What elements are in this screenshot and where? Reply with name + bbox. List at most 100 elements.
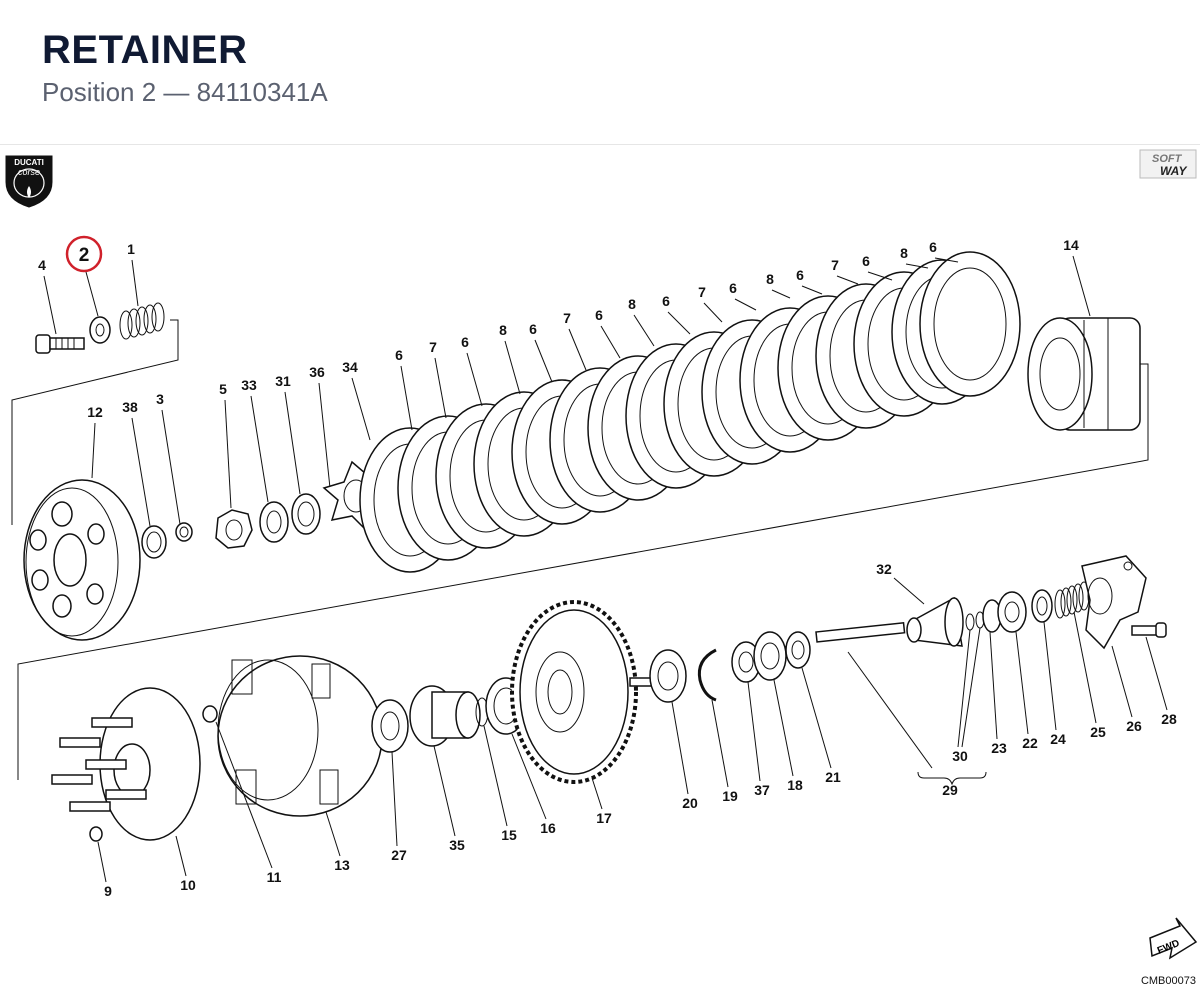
callout-16[interactable]: 16 <box>540 820 556 836</box>
diagram-canvas: DUCATI corse SOFT WAY 2 4 1 <box>5 149 1198 987</box>
bracket-29-30 <box>917 771 987 786</box>
callout-31[interactable]: 31 <box>275 373 291 389</box>
plate-label[interactable]: 7 <box>429 339 437 355</box>
callout-28[interactable]: 28 <box>1161 711 1177 727</box>
plate-label[interactable]: 6 <box>729 280 737 296</box>
callout-5[interactable]: 5 <box>219 381 227 397</box>
plate-label[interactable]: 8 <box>900 245 908 261</box>
exploded-parts-diagram: DUCATI corse SOFT WAY 2 4 1 <box>0 145 1200 991</box>
header-divider <box>0 144 1200 145</box>
callout-10[interactable]: 10 <box>180 877 196 893</box>
callout-11[interactable]: 11 <box>267 869 282 885</box>
part-1-spring <box>119 302 165 340</box>
plate-label[interactable]: 7 <box>831 257 839 273</box>
callout-27[interactable]: 27 <box>391 847 407 863</box>
callout-4[interactable]: 4 <box>38 257 46 273</box>
part-3-bush <box>175 522 193 542</box>
part-37-washer <box>731 641 761 683</box>
callout-21[interactable]: 21 <box>825 769 841 785</box>
callout-35[interactable]: 35 <box>449 837 465 853</box>
part-12-pressure-plate <box>23 479 141 641</box>
part-29-push-rod <box>815 621 906 643</box>
page-subtitle: Position 2 — 84110341A <box>42 77 328 107</box>
part-14-clutch-drum <box>1027 317 1141 431</box>
ducati-corse-logo: DUCATI corse <box>5 155 53 208</box>
plate-label[interactable]: 8 <box>766 271 774 287</box>
callout-30[interactable]: 30 <box>952 748 968 764</box>
part-30-circlips <box>965 611 985 631</box>
callout-34[interactable]: 34 <box>342 359 358 375</box>
part-25-spring <box>1054 581 1090 619</box>
part-5-nut <box>215 509 253 549</box>
callout-38[interactable]: 38 <box>122 399 138 415</box>
callout-23[interactable]: 23 <box>991 740 1007 756</box>
plate-label[interactable]: 6 <box>461 334 469 350</box>
part-26-slave-cylinder <box>1081 555 1147 650</box>
highlight-callout-label: 2 <box>79 245 90 266</box>
plate-label[interactable]: 6 <box>529 321 537 337</box>
plate-leader-lines <box>400 257 959 431</box>
callout-36[interactable]: 36 <box>309 364 325 380</box>
page-title: RETAINER <box>42 28 248 72</box>
part-35-bush <box>409 685 481 747</box>
callout-13[interactable]: 13 <box>334 857 350 873</box>
callout-9[interactable]: 9 <box>104 883 112 899</box>
part-33-lock-washer <box>259 501 289 543</box>
part-4-bolt <box>35 334 85 354</box>
part-27-washer <box>371 699 409 753</box>
plate-label[interactable]: 6 <box>929 239 937 255</box>
plate-label[interactable]: 8 <box>499 322 507 338</box>
callout-12[interactable]: 12 <box>87 404 103 420</box>
callout-20[interactable]: 20 <box>682 795 698 811</box>
callout-32[interactable]: 32 <box>876 561 892 577</box>
page-header: RETAINER Position 2 — 84110341A <box>42 28 328 108</box>
part-31-washer <box>291 493 321 535</box>
callout-29[interactable]: 29 <box>942 782 958 798</box>
plate-label[interactable]: 7 <box>563 310 571 326</box>
part-17-gear <box>510 600 638 784</box>
callout-37[interactable]: 37 <box>754 782 770 798</box>
part-13-clutch-basket <box>202 655 383 817</box>
part-22-seal <box>997 591 1027 633</box>
plate-label[interactable]: 6 <box>796 267 804 283</box>
logo-line2: corse <box>18 167 40 177</box>
highlight-callout-2[interactable]: 2 <box>65 235 103 273</box>
softway-logo: SOFT WAY <box>1139 149 1197 179</box>
callout-18[interactable]: 18 <box>787 777 803 793</box>
part-2-washer <box>89 316 111 344</box>
callout-24[interactable]: 24 <box>1050 731 1066 747</box>
plate-label[interactable]: 6 <box>595 307 603 323</box>
callout-1[interactable]: 1 <box>127 241 135 257</box>
plate-label[interactable]: 6 <box>662 293 670 309</box>
plate-label[interactable]: 7 <box>698 284 706 300</box>
callout-22[interactable]: 22 <box>1022 735 1038 751</box>
callout-25[interactable]: 25 <box>1090 724 1106 740</box>
callout-19[interactable]: 19 <box>722 788 738 804</box>
logo-line1: DUCATI <box>14 158 44 167</box>
part-24-o-ring <box>1031 589 1053 623</box>
plate-label[interactable]: 8 <box>628 296 636 312</box>
callout-33[interactable]: 33 <box>241 377 257 393</box>
forward-arrow-icon: FWD <box>1149 917 1198 960</box>
plate-stack-callouts: 6 7 6 8 6 7 6 8 6 7 6 8 6 7 6 8 6 <box>395 239 937 363</box>
callout-14[interactable]: 14 <box>1063 237 1079 253</box>
part-20-bearing <box>649 649 687 703</box>
callout-17[interactable]: 17 <box>596 810 612 826</box>
part-38-bearing <box>141 525 167 559</box>
callout-15[interactable]: 15 <box>501 827 517 843</box>
part-18-bearing <box>753 631 787 681</box>
callout-26[interactable]: 26 <box>1126 718 1142 734</box>
part-32-boot <box>906 596 964 647</box>
drawing-code: CMB00073 <box>1141 975 1196 987</box>
plate-label[interactable]: 6 <box>395 347 403 363</box>
part-28-bolt <box>1131 622 1167 638</box>
softway-line1: SOFT <box>1152 153 1183 165</box>
part-21-washer <box>785 631 811 669</box>
clutch-plate-stack <box>359 251 1021 573</box>
callout-3[interactable]: 3 <box>156 391 164 407</box>
softway-line2: WAY <box>1160 164 1187 178</box>
plate-label[interactable]: 6 <box>862 253 870 269</box>
part-19-circlip <box>697 648 717 702</box>
part-10-clutch-hub <box>51 687 201 841</box>
part-9-ball <box>89 826 103 842</box>
